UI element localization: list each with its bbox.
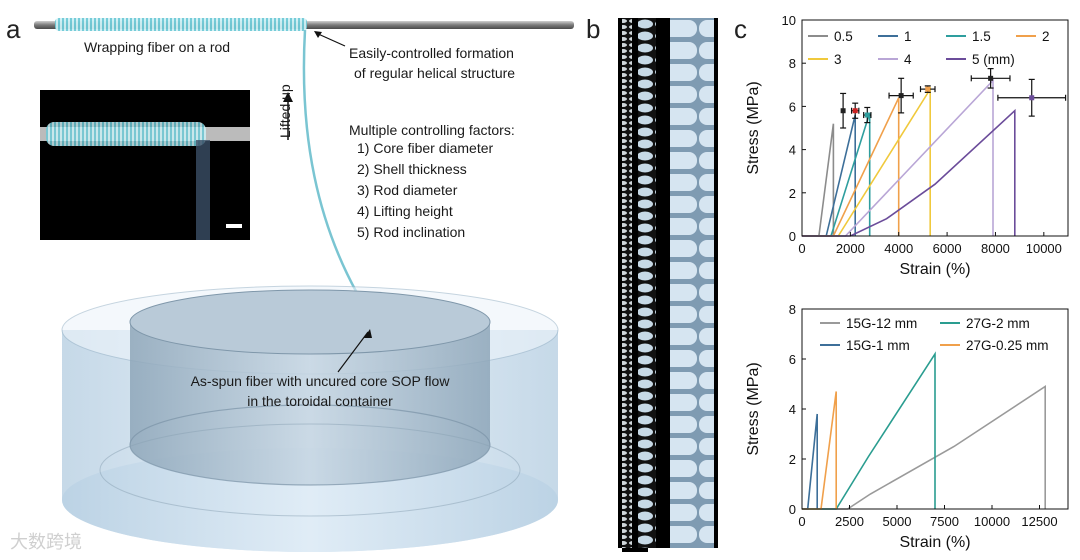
- legend-entry: 15G-1 mm: [820, 338, 910, 353]
- panel-letter-c: c: [734, 14, 747, 44]
- legend-entry: 3: [808, 52, 842, 67]
- x-tick-label: 7500: [930, 514, 959, 529]
- y-axis-label: Stress (MPa): [745, 362, 762, 455]
- x-tick-label: 10000: [1026, 241, 1062, 256]
- y-tick-label: 4: [789, 143, 796, 158]
- svg-text:27G-2 mm: 27G-2 mm: [966, 316, 1030, 331]
- rod-label: Wrapping fiber on a rod: [84, 39, 231, 55]
- series-line: [802, 123, 835, 237]
- x-tick-label: 0: [798, 514, 805, 529]
- legend-entry: 1.5: [946, 29, 991, 44]
- formation-line-1: Easily-controlled formation: [349, 45, 514, 61]
- series-line: [802, 391, 837, 510]
- x-tick-label: 4000: [884, 241, 913, 256]
- legend-entry: 5 (mm): [946, 52, 1015, 67]
- series-line: [802, 385, 1046, 510]
- watermark: 大数跨境: [10, 532, 82, 553]
- series-line: [802, 351, 936, 510]
- helical-coil: [55, 18, 307, 31]
- factor-item: 1) Core fiber diameter: [357, 140, 494, 156]
- legend-entry: 2: [1016, 29, 1050, 44]
- x-tick-label: 8000: [981, 241, 1010, 256]
- x-tick-label: 0: [798, 241, 805, 256]
- error-marker: [888, 77, 914, 114]
- y-tick-label: 6: [789, 99, 796, 114]
- panel-letter-b: b: [586, 14, 601, 44]
- svg-text:27G-0.25 mm: 27G-0.25 mm: [966, 338, 1049, 353]
- scale-bar-b: [622, 548, 648, 552]
- legend-entry: 15G-12 mm: [820, 316, 917, 331]
- factor-item: 4) Lifting height: [357, 203, 453, 219]
- plot-frame: [801, 19, 1069, 237]
- svg-text:0.5: 0.5: [834, 29, 853, 44]
- x-tick-label: 5000: [883, 514, 912, 529]
- y-tick-label: 2: [789, 452, 796, 467]
- factor-item: 5) Rod inclination: [357, 224, 466, 240]
- legend-entry: 27G-0.25 mm: [940, 338, 1049, 353]
- error-marker: [863, 106, 872, 124]
- formation-line-2: of regular helical structure: [354, 65, 516, 81]
- legend-entry: 1: [878, 29, 912, 44]
- legend-entry: 27G-2 mm: [940, 316, 1030, 331]
- x-axis-label: Strain (%): [899, 261, 970, 278]
- x-tick-label: 2500: [835, 514, 864, 529]
- error-marker: [840, 92, 847, 129]
- asspun-line-1: As-spun fiber with uncured core SOP flow: [190, 373, 450, 389]
- lifted-label: Lifted up: [277, 84, 293, 138]
- error-marker: [997, 78, 1067, 117]
- factor-item: 3) Rod diameter: [357, 182, 458, 198]
- y-tick-label: 0: [789, 502, 796, 517]
- y-tick-label: 4: [789, 402, 796, 417]
- series-line: [802, 112, 871, 237]
- y-tick-label: 8: [789, 302, 796, 317]
- panel-letter-a: a: [6, 14, 21, 44]
- scale-bar-a: [226, 224, 242, 228]
- legend-entry: 4: [878, 52, 912, 67]
- svg-text:1.5: 1.5: [972, 29, 991, 44]
- x-tick-label: 2000: [836, 241, 865, 256]
- error-marker: [850, 102, 860, 119]
- svg-text:15G-1 mm: 15G-1 mm: [846, 338, 910, 353]
- y-tick-label: 2: [789, 186, 796, 201]
- x-tick-label: 10000: [974, 514, 1010, 529]
- inset-photo: [40, 90, 250, 240]
- error-marker: [970, 67, 1011, 89]
- y-tick-label: 8: [789, 56, 796, 71]
- x-tick-label: 6000: [933, 241, 962, 256]
- panel-b-image: [618, 18, 718, 548]
- svg-text:4: 4: [904, 52, 912, 67]
- y-axis-label: Stress (MPa): [745, 81, 762, 174]
- error-marker: [919, 85, 936, 93]
- x-tick-label: 12500: [1021, 514, 1057, 529]
- svg-text:15G-12 mm: 15G-12 mm: [846, 316, 917, 331]
- asspun-line-2: in the toroidal container: [247, 393, 393, 409]
- x-axis-label: Strain (%): [899, 534, 970, 551]
- factors-title: Multiple controlling factors:: [349, 122, 515, 138]
- svg-text:5 (mm): 5 (mm): [972, 52, 1015, 67]
- legend-entry: 0.5: [808, 29, 853, 44]
- y-tick-label: 0: [789, 229, 796, 244]
- factor-item: 2) Shell thickness: [357, 161, 467, 177]
- svg-text:1: 1: [904, 29, 912, 44]
- y-tick-label: 6: [789, 352, 796, 367]
- svg-text:2: 2: [1042, 29, 1050, 44]
- svg-text:3: 3: [834, 52, 842, 67]
- y-tick-label: 10: [782, 13, 796, 28]
- series-line: [802, 114, 856, 237]
- series-line: [802, 413, 818, 510]
- panel-a-illustration: [34, 18, 574, 552]
